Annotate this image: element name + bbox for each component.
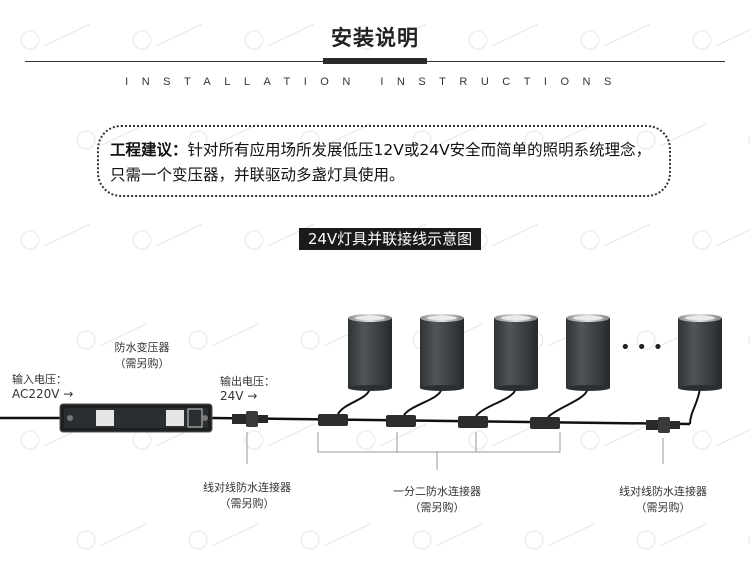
watermark-mark: [524, 530, 544, 550]
watermark-mark: [76, 530, 96, 550]
transformer-note: （需另购）: [114, 357, 170, 370]
watermark-mark: [244, 430, 264, 450]
watermark-mark: [580, 430, 600, 450]
page-title: 安装说明: [331, 26, 419, 50]
watermark-mark: [412, 530, 432, 550]
watermark-stroke: [323, 523, 371, 547]
watermark-mark: [20, 30, 40, 50]
watermark-mark: [300, 530, 320, 550]
splitter-group: [318, 414, 560, 429]
watermark-mark: [132, 230, 152, 250]
watermark-stroke: [43, 23, 91, 47]
watermark-mark: [356, 30, 376, 50]
watermark-mark: [692, 30, 712, 50]
watermark-stroke: [267, 223, 315, 247]
lamp-5: [678, 314, 722, 391]
watermark-stroke: [603, 223, 651, 247]
watermark-mark: [132, 30, 152, 50]
watermark-mark: [20, 430, 40, 450]
watermark-mark: [468, 30, 488, 50]
more-lamps-ellipsis: • • •: [620, 337, 664, 358]
watermark-mark: [692, 430, 712, 450]
lamp-4: [566, 314, 610, 391]
watermark-mark: [356, 430, 376, 450]
watermark-mark: [412, 130, 432, 150]
note-text: 针对所有应用场所发展低压12V或24V安全而简单的照明系统理念，只需一个变压器，…: [110, 141, 652, 184]
watermark-stroke: [715, 429, 750, 447]
engineering-note-box: [97, 125, 671, 197]
watermark-mark: [692, 230, 712, 250]
splitter-note: （需另购）: [409, 501, 465, 514]
watermark-mark: [188, 530, 208, 550]
output-cable: [211, 416, 691, 426]
watermark-stroke: [323, 123, 371, 147]
connector-left-graphic: [232, 411, 268, 427]
watermark-mark: [636, 530, 656, 550]
watermark-mark: [580, 30, 600, 50]
watermark-stroke: [267, 23, 315, 47]
watermark-mark: [188, 130, 208, 150]
watermark-stroke: [435, 523, 483, 547]
watermark-mark: [188, 330, 208, 350]
watermark-stroke: [715, 29, 750, 47]
lamp-2: [420, 314, 464, 391]
watermark-stroke: [99, 523, 147, 547]
note-separator: ：: [172, 141, 188, 159]
watermark-stroke: [379, 423, 427, 447]
watermark-mark: [748, 134, 750, 146]
watermark-mark: [76, 130, 96, 150]
watermark-stroke: [99, 323, 147, 347]
watermark-mark: [300, 130, 320, 150]
lamp-3: [494, 314, 538, 391]
watermark-stroke: [715, 229, 750, 247]
transformer-graphic: [59, 403, 213, 433]
watermark-mark: [244, 30, 264, 50]
watermark-stroke: [659, 523, 707, 547]
watermark-stroke: [547, 523, 595, 547]
lamp-1: [348, 314, 392, 391]
splitter-label: 一分二防水连接器: [393, 485, 481, 498]
watermark-stroke: [43, 223, 91, 247]
watermark-mark: [580, 230, 600, 250]
page-subtitle: INSTALLATION INSTRUCTIONS: [125, 76, 625, 88]
watermark-stroke: [603, 23, 651, 47]
connector-left-note: （需另购）: [219, 497, 275, 510]
watermark-mark: [20, 230, 40, 250]
watermark-mark: [748, 534, 750, 546]
watermark-mark: [76, 330, 96, 350]
output-voltage-label: 输出电压：: [220, 375, 275, 388]
watermark-stroke: [547, 123, 595, 147]
connector-right-label: 线对线防水连接器: [619, 485, 707, 498]
watermark-stroke: [155, 23, 203, 47]
watermark-mark: [524, 130, 544, 150]
title-divider-accent: [323, 58, 427, 64]
watermark-mark: [244, 230, 264, 250]
watermark-stroke: [435, 123, 483, 147]
transformer-label: 防水变压器: [114, 341, 170, 354]
watermark-mark: [300, 330, 320, 350]
diagram-caption: 24V灯具并联接线示意图: [299, 228, 481, 250]
watermark-stroke: [603, 423, 651, 447]
input-voltage-value: AC220V →: [12, 387, 74, 401]
watermark-stroke: [211, 123, 259, 147]
input-voltage-label: 输入电压：: [12, 373, 67, 386]
watermark-stroke: [491, 23, 539, 47]
watermark-stroke: [211, 523, 259, 547]
watermark-mark: [748, 334, 750, 346]
watermark-mark: [468, 430, 488, 450]
output-voltage-value: 24V →: [220, 389, 258, 403]
watermark-stroke: [379, 23, 427, 47]
watermark-stroke: [491, 223, 539, 247]
connector-left-label: 线对线防水连接器: [203, 481, 291, 494]
splitter-bracket: [317, 432, 561, 470]
watermark-stroke: [267, 423, 315, 447]
watermark-stroke: [211, 323, 259, 347]
watermark-mark: [636, 330, 656, 350]
connector-right-graphic: [646, 417, 680, 433]
engineering-note: 工程建议：针对所有应用场所发展低压12V或24V安全而简单的照明系统理念，只需一…: [110, 138, 660, 188]
note-label: 工程建议: [110, 141, 173, 159]
watermark-stroke: [155, 223, 203, 247]
connector-right-note: （需另购）: [635, 501, 691, 514]
